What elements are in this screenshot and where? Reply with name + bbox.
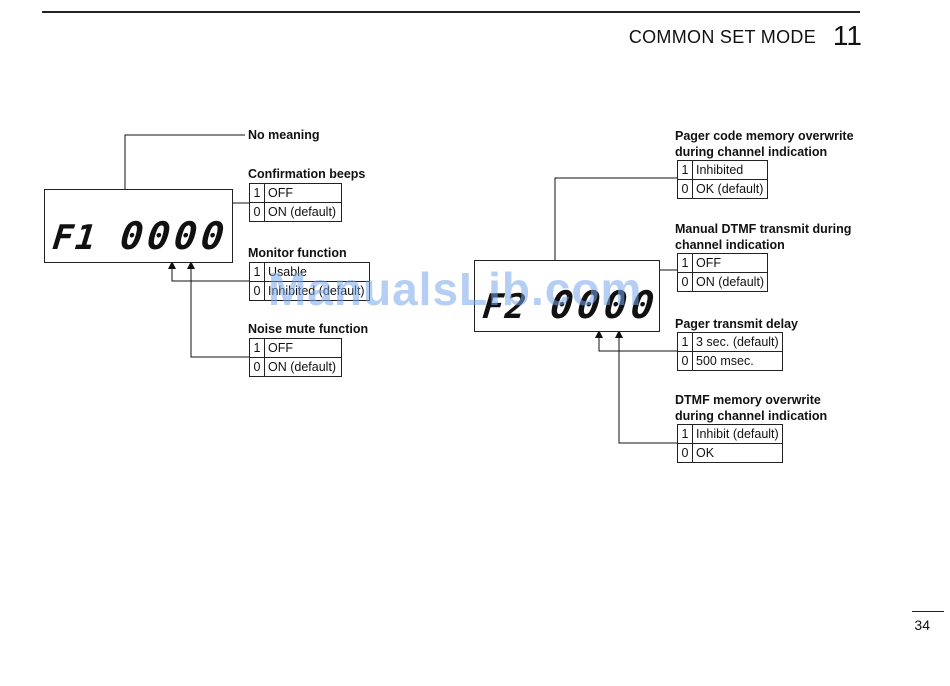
wire-pager-code-overwrite [551, 177, 680, 296]
table-row: 0 OK (default) [677, 179, 768, 199]
option-code: 0 [677, 179, 693, 199]
option-label: OK (default) [692, 179, 768, 199]
wire-monitor-function [168, 261, 250, 282]
table-row: 0 ON (default) [677, 272, 769, 292]
wire-noise-mute [187, 261, 250, 358]
pager-transmit-delay-label: Pager transmit delay [675, 317, 798, 331]
option-label: Inhibited (default) [264, 281, 370, 301]
wire-dtmf-memory-overwrite [615, 330, 680, 444]
lcd-f1-prefix: F1 [50, 218, 100, 258]
option-label: OFF [264, 338, 342, 358]
option-code: 0 [677, 272, 693, 292]
table-row: 1 OFF [249, 183, 342, 203]
option-label: OFF [264, 183, 342, 203]
lcd-display-f2: F2 0000 [474, 260, 660, 332]
dtmf-memory-overwrite-label-line2: during channel indication [675, 409, 828, 423]
option-label: OFF [691, 253, 769, 273]
lcd-f2-digits: 0000 [548, 283, 660, 327]
option-label: OK [692, 443, 783, 463]
option-code: 1 [249, 262, 265, 282]
option-label: 500 msec. [692, 351, 783, 371]
table-row: 0 ON (default) [249, 202, 342, 222]
monitor-function-table: 1 Usable 0 Inhibited (default) [249, 262, 370, 301]
confirmation-beeps-table: 1 OFF 0 ON (default) [249, 183, 342, 222]
table-row: 1 3 sec. (default) [677, 332, 783, 352]
monitor-function-label: Monitor function [248, 246, 347, 260]
option-code: 1 [677, 424, 693, 444]
manual-dtmf-transmit-label-line1: Manual DTMF transmit during [675, 222, 852, 236]
option-label: ON (default) [264, 357, 342, 377]
noise-mute-function-label: Noise mute function [248, 322, 369, 336]
option-label: Inhibit (default) [692, 424, 783, 444]
option-code: 0 [677, 443, 693, 463]
manual-dtmf-transmit-table: 1 OFF 0 ON (default) [677, 253, 769, 292]
pager-code-overwrite-label-line1: Pager code memory overwrite [675, 129, 854, 143]
pager-code-overwrite-table: 1 Inhibited 0 OK (default) [677, 160, 768, 199]
section-number: 11 [832, 20, 862, 51]
section-title: COMMON SET MODE [628, 27, 816, 47]
option-label: Usable [264, 262, 370, 282]
table-row: 1 OFF [677, 253, 769, 273]
option-code: 0 [249, 357, 265, 377]
table-row: 1 Inhibited [677, 160, 768, 180]
lcd-f2-prefix: F2 [480, 287, 530, 327]
page-number: 34 [914, 617, 930, 633]
header-rule [42, 11, 860, 13]
table-row: 1 Usable [249, 262, 370, 282]
confirmation-beeps-label: Confirmation beeps [248, 167, 366, 181]
noise-mute-function-table: 1 OFF 0 ON (default) [249, 338, 342, 377]
table-row: 1 OFF [249, 338, 342, 358]
option-code: 0 [249, 281, 265, 301]
dtmf-memory-overwrite-table: 1 Inhibit (default) 0 OK [677, 424, 783, 463]
option-code: 1 [677, 253, 693, 273]
option-code: 0 [677, 351, 693, 371]
option-label: ON (default) [691, 272, 769, 292]
dtmf-memory-overwrite-label-line1: DTMF memory overwrite [675, 393, 821, 407]
wire-pager-transmit-delay [595, 330, 680, 352]
option-code: 1 [677, 160, 693, 180]
option-code: 1 [677, 332, 693, 352]
lcd-display-f1: F1 0000 [44, 189, 233, 263]
table-row: 0 Inhibited (default) [249, 281, 370, 301]
table-row: 0 OK [677, 443, 783, 463]
pager-transmit-delay-table: 1 3 sec. (default) 0 500 msec. [677, 332, 783, 371]
table-row: 1 Inhibit (default) [677, 424, 783, 444]
table-row: 0 500 msec. [677, 351, 783, 371]
option-label: ON (default) [264, 202, 342, 222]
no-meaning-label: No meaning [248, 128, 320, 142]
option-code: 1 [249, 183, 265, 203]
table-row: 0 ON (default) [249, 357, 342, 377]
lcd-f1-digits: 0000 [118, 214, 231, 258]
option-code: 0 [249, 202, 265, 222]
option-label: 3 sec. (default) [692, 332, 783, 352]
option-code: 1 [249, 338, 265, 358]
manual-dtmf-transmit-label-line2: channel indication [675, 238, 785, 252]
pager-code-overwrite-label-line2: during channel indication [675, 145, 828, 159]
wire-no-meaning [121, 134, 245, 216]
page-number-rule [912, 611, 944, 612]
option-label: Inhibited [692, 160, 768, 180]
